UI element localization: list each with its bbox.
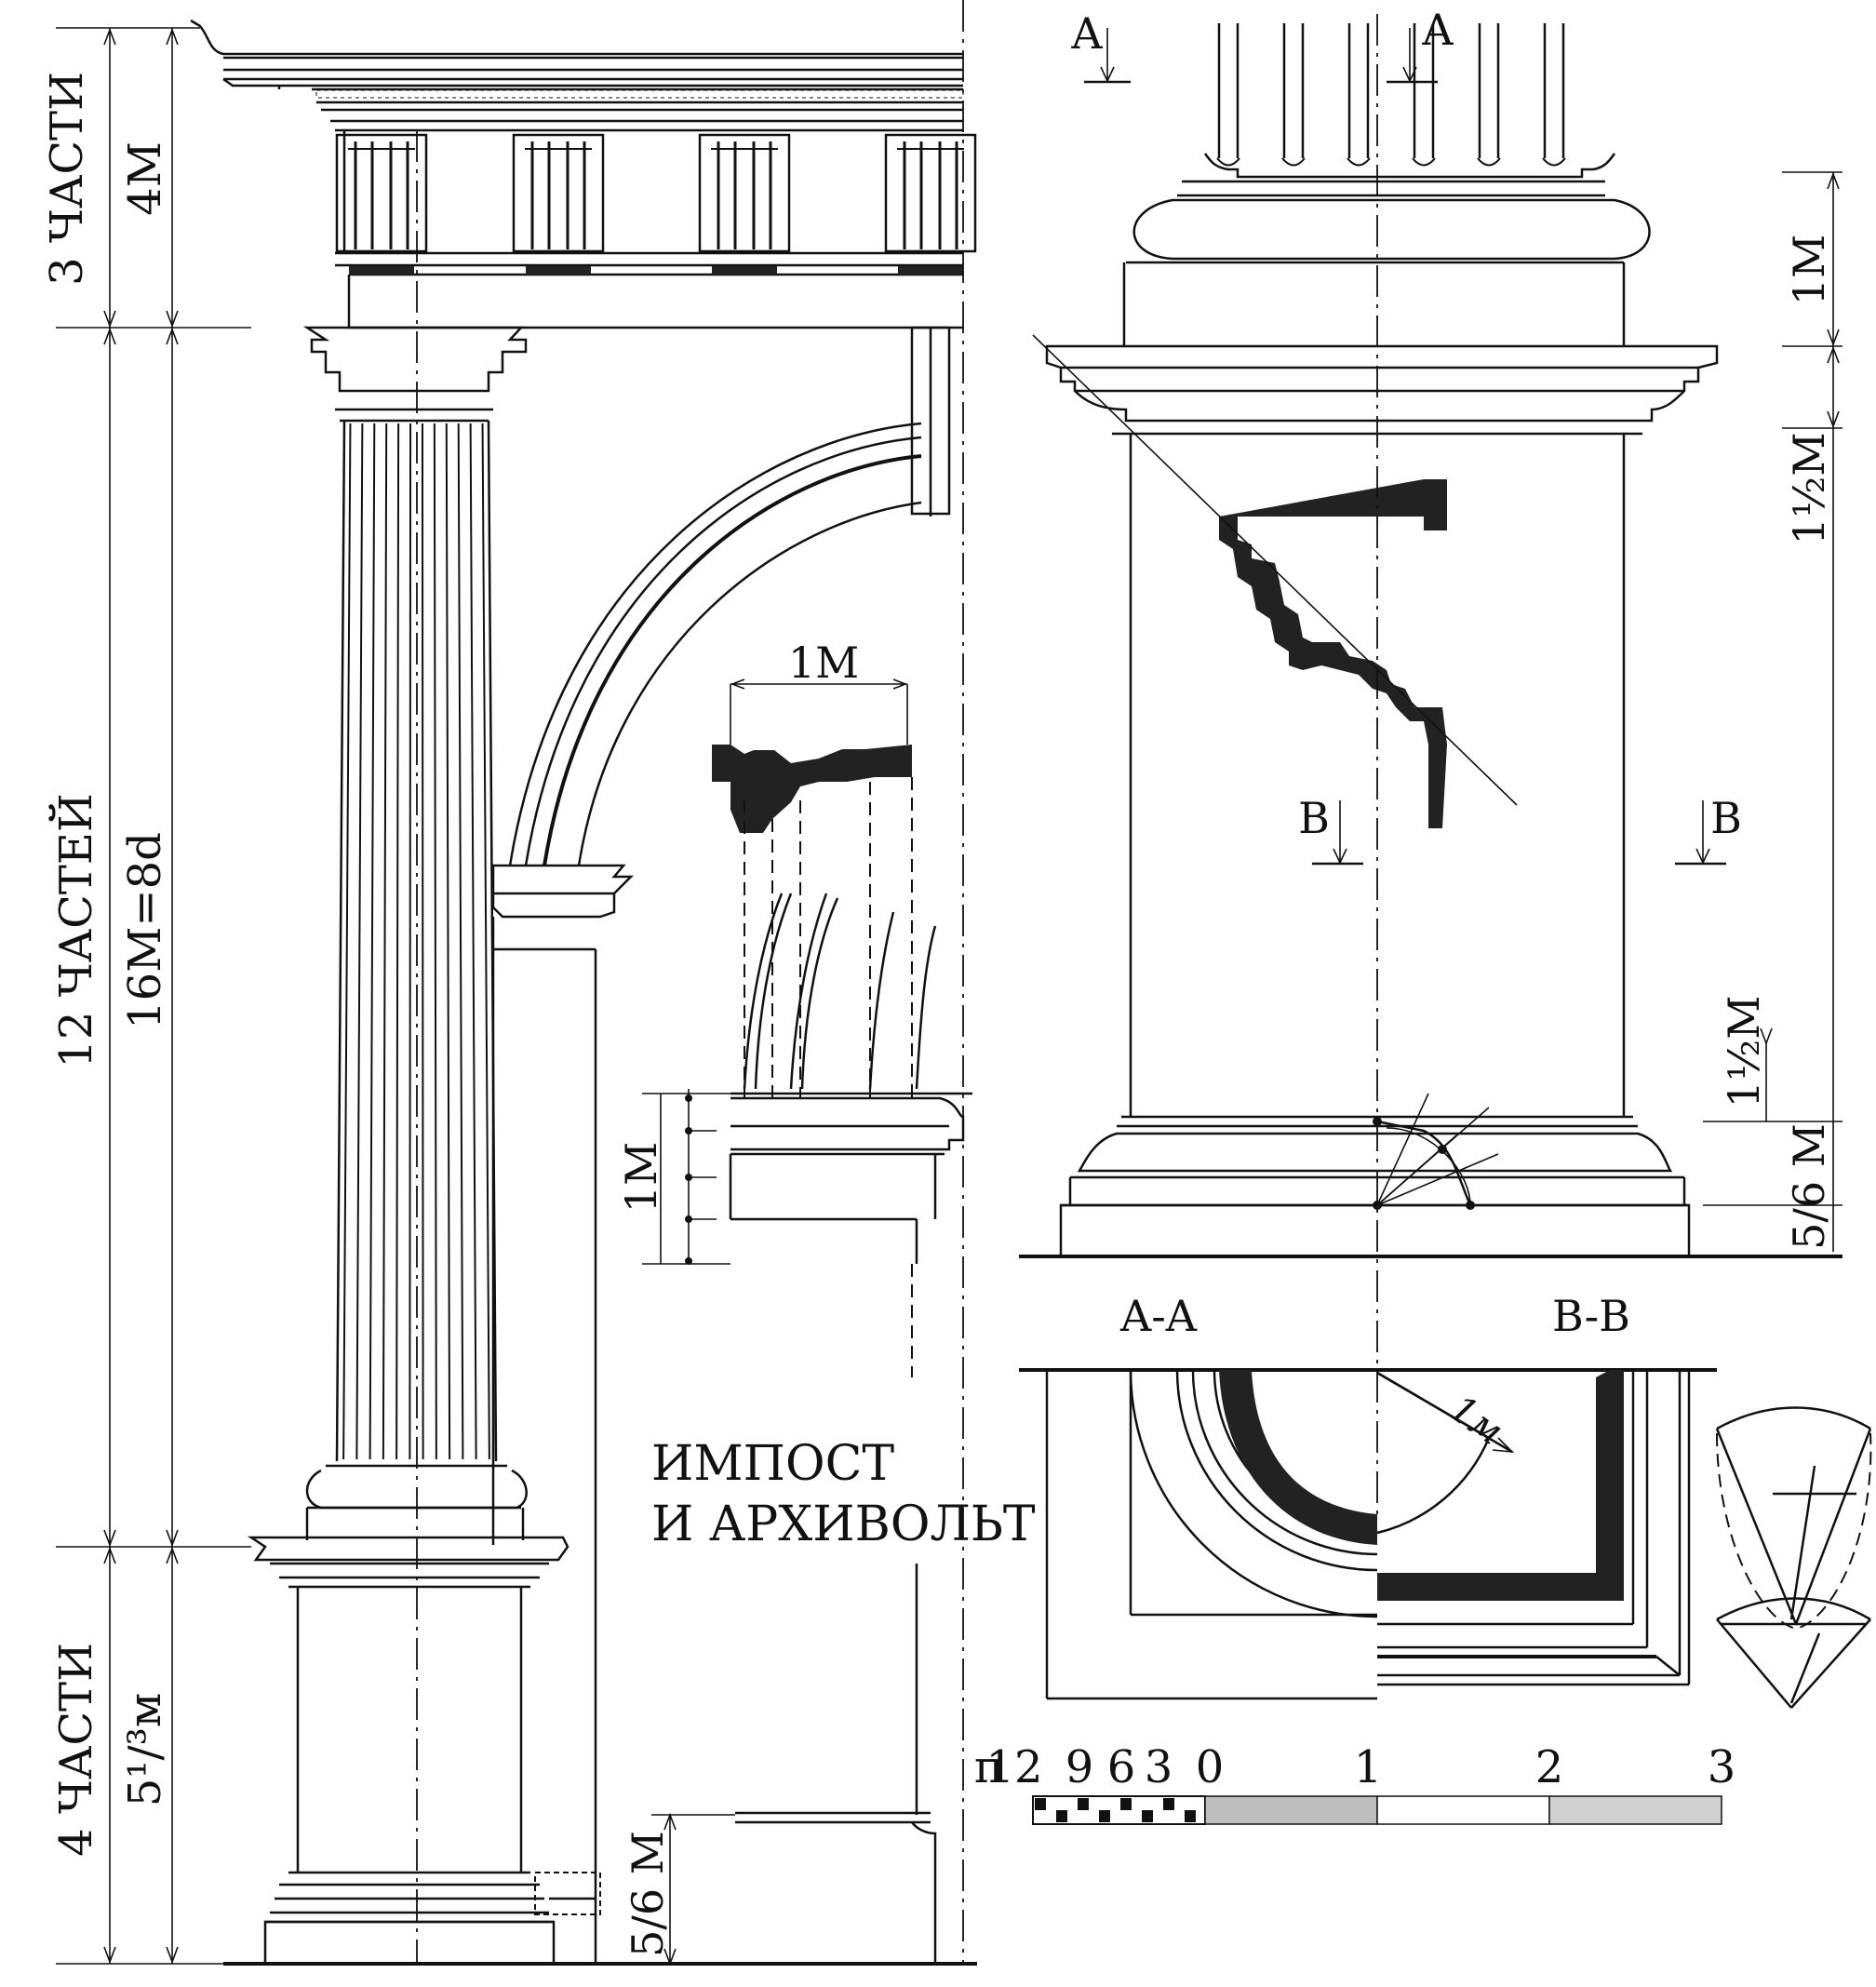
section-bb-label: B-B xyxy=(1552,1291,1630,1341)
section-a-left: A xyxy=(1070,8,1103,59)
section-a-right: A xyxy=(1421,5,1454,55)
arch-and-pier xyxy=(491,0,964,1964)
plan-sections xyxy=(1019,1368,1717,1700)
impost-base-label: 5/6 М xyxy=(623,1831,673,1957)
bottom-parts-label: 4 ЧАСТИ xyxy=(50,1643,102,1857)
section-b-left: B xyxy=(1298,793,1330,843)
scale-label: п xyxy=(974,1741,1004,1793)
scale-segment-3 xyxy=(1548,1795,1722,1825)
dim-1m: 1М xyxy=(1784,235,1834,305)
impost-width-label: 1М xyxy=(788,638,859,688)
radius-label: 1м xyxy=(1441,1388,1510,1454)
mid-modules-label: 16М=8d xyxy=(119,832,171,1029)
scale-label: 3 xyxy=(1708,1741,1736,1793)
bottom-modules-label: 5¹/³м xyxy=(119,1693,171,1807)
triglyphs xyxy=(335,133,977,275)
scale-label: 2 xyxy=(1535,1741,1564,1793)
right-dimension-lines xyxy=(1703,171,1842,1252)
dim-1-5m-bottom: 1½М xyxy=(1719,996,1769,1108)
pedestal-detail xyxy=(1019,14,1842,1517)
section-aa-label: A-A xyxy=(1119,1291,1198,1341)
mid-parts-label: 12 ЧАСТЕЙ xyxy=(47,793,102,1067)
top-modules-label: 4М xyxy=(119,141,171,216)
scale-label: 3 xyxy=(1145,1741,1173,1793)
scale-label: 12 xyxy=(985,1741,1042,1793)
scale-label: 1 xyxy=(1354,1741,1383,1793)
impost-detail xyxy=(642,678,972,1967)
impost-title-line1: ИМПОСТ xyxy=(651,1436,894,1492)
scale-label: 0 xyxy=(1196,1741,1225,1793)
left-dimension-lines xyxy=(56,27,307,1965)
dim-5-6m: 5/6 М xyxy=(1784,1123,1834,1250)
entablature xyxy=(190,19,964,329)
section-markers xyxy=(1084,28,1726,866)
section-b-right: B xyxy=(1710,793,1742,843)
top-parts-label: 3 ЧАСТИ xyxy=(41,72,93,286)
scale-label: 9 xyxy=(1065,1741,1094,1793)
pedestal xyxy=(223,1536,977,1966)
scale-segment-1 xyxy=(1204,1795,1378,1825)
scale-label: 6 xyxy=(1107,1741,1136,1793)
scale-bar xyxy=(1032,1795,1722,1825)
scale-segment-2 xyxy=(1376,1795,1550,1825)
dim-1-5m-top: 1½М xyxy=(1784,433,1834,545)
impost-title-line2: И АРХИВОЛЬТ xyxy=(651,1497,1036,1552)
flute-construction xyxy=(1715,1406,1872,1709)
impost-height-label: 1М xyxy=(616,1142,666,1213)
